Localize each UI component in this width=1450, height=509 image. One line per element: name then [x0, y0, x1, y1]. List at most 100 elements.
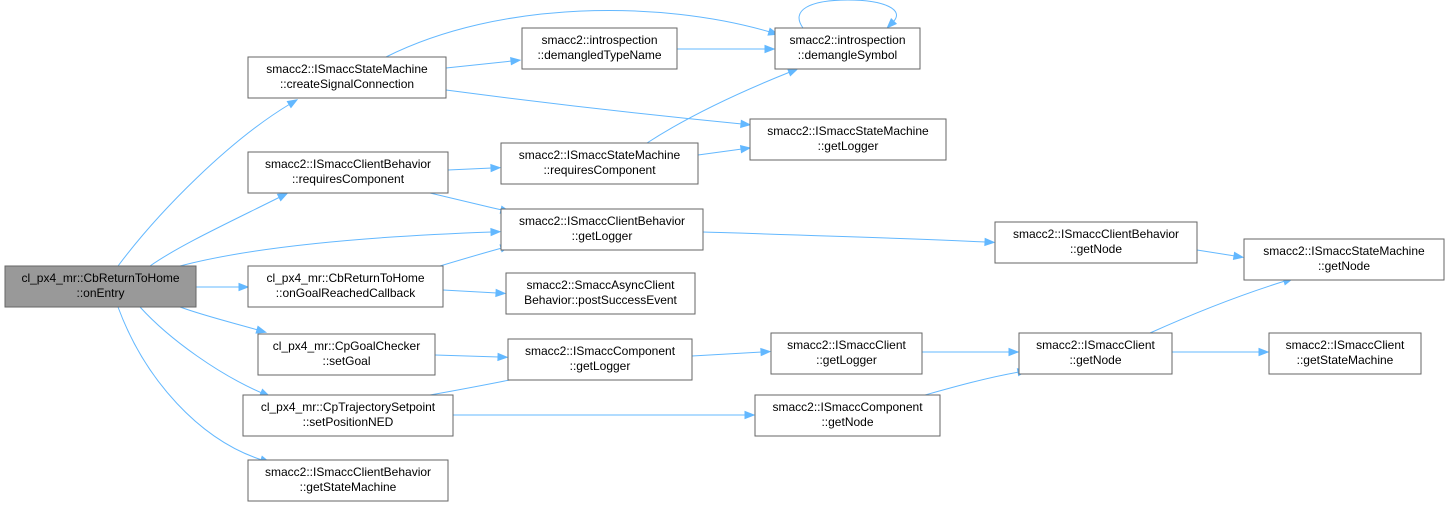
edge-arrowhead-n2-n3 — [764, 44, 776, 54]
edge-n0-n7 — [179, 231, 493, 267]
edge-n10-n11 — [442, 289, 498, 294]
node-box[interactable] — [1018, 332, 1173, 375]
node-label-line: smacc2::ISmaccStateMachine — [1263, 244, 1425, 258]
node-box[interactable] — [4, 265, 197, 308]
node-box[interactable] — [242, 394, 454, 437]
edge-arrowhead-n0-n1 — [286, 99, 299, 109]
edge-n0-n5 — [149, 196, 281, 267]
node-label-line: smacc2::ISmaccComponent — [772, 400, 923, 414]
node-label-line: smacc2::ISmaccClientBehavior — [265, 157, 431, 171]
node-label-line: Behavior::postSuccessEvent — [524, 293, 677, 307]
edge-n5-n6 — [447, 167, 493, 171]
node-box[interactable] — [257, 333, 436, 376]
edge-n18-n15 — [924, 371, 1020, 396]
edges — [117, 0, 1294, 464]
node-box[interactable] — [754, 394, 941, 437]
node-label-line: smacc2::ISmaccStateMachine — [519, 148, 681, 162]
node-box[interactable] — [247, 56, 447, 99]
edge-n12-n13 — [434, 354, 500, 358]
node-label-line: ::setPositionNED — [303, 415, 394, 429]
node-label-line: ::getStateMachine — [1297, 353, 1394, 367]
graph-node-n9[interactable]: smacc2::ISmaccStateMachine::getNode — [1243, 238, 1445, 281]
node-box[interactable] — [505, 272, 696, 315]
node-box[interactable] — [500, 142, 699, 185]
node-box[interactable] — [1268, 332, 1422, 375]
nodes: cl_px4_mr::CbReturnToHome::onEntrysmacc2… — [4, 27, 1445, 502]
node-label-line: smacc2::introspection — [789, 33, 905, 47]
edge-n3-n3 — [798, 0, 897, 29]
node-label-line: smacc2::ISmaccClient — [1286, 338, 1405, 352]
node-box[interactable] — [247, 459, 449, 502]
edge-arrowhead-n0-n12 — [255, 325, 268, 334]
edge-arrowhead-n0-n5 — [276, 192, 289, 202]
node-label-line: ::getLogger — [570, 359, 631, 373]
edge-n6-n4 — [697, 148, 743, 156]
node-label-line: smacc2::ISmaccStateMachine — [767, 124, 929, 138]
node-label-line: ::getNode — [821, 415, 873, 429]
edge-arrowhead-n6-n3 — [787, 68, 799, 77]
node-box[interactable] — [500, 208, 704, 251]
edge-n0-n17 — [139, 306, 263, 394]
node-label-line: ::getLogger — [816, 353, 877, 367]
edge-arrowhead-n15-n16 — [1258, 347, 1270, 357]
graph-node-n12[interactable]: cl_px4_mr::CpGoalChecker::setGoal — [257, 333, 436, 376]
node-label-line: smacc2::ISmaccClientBehavior — [519, 214, 685, 228]
node-label-line: smacc2::ISmaccClient — [787, 338, 906, 352]
node-label-line: cl_px4_mr::CbReturnToHome — [266, 271, 424, 285]
edge-n1-n2 — [445, 60, 513, 69]
graph-node-n1[interactable]: smacc2::ISmaccStateMachine::createSignal… — [247, 56, 447, 99]
node-label-line: ::requiresComponent — [292, 172, 405, 186]
graph-node-n2[interactable]: smacc2::introspection::demangledTypeName — [521, 27, 678, 70]
node-box[interactable] — [247, 151, 449, 194]
node-box[interactable] — [749, 118, 947, 161]
graph-node-n15[interactable]: smacc2::ISmaccClient::getNode — [1018, 332, 1173, 375]
node-box[interactable] — [770, 332, 923, 375]
graph-node-n13[interactable]: smacc2::ISmaccComponent::getLogger — [507, 338, 693, 381]
graph-node-n16[interactable]: smacc2::ISmaccClient::getStateMachine — [1268, 332, 1422, 375]
graph-node-n0[interactable]: cl_px4_mr::CbReturnToHome::onEntry — [4, 265, 197, 308]
graph-node-n5[interactable]: smacc2::ISmaccClientBehavior::requiresCo… — [247, 151, 449, 194]
graph-node-n17[interactable]: cl_px4_mr::CpTrajectorySetpoint::setPosi… — [242, 394, 454, 437]
graph-node-n18[interactable]: smacc2::ISmaccComponent::getNode — [754, 394, 941, 437]
node-label-line: ::createSignalConnection — [280, 77, 414, 91]
node-box[interactable] — [1243, 238, 1445, 281]
node-label-line: ::setGoal — [322, 354, 370, 368]
edge-n1-n4 — [445, 89, 743, 125]
edge-arrowhead-n5-n6 — [490, 163, 502, 173]
graph-node-n7[interactable]: smacc2::ISmaccClientBehavior::getLogger — [500, 208, 704, 251]
edge-arrowhead-n7-n8 — [984, 237, 996, 247]
graph-node-n6[interactable]: smacc2::ISmaccStateMachine::requiresComp… — [500, 142, 699, 185]
node-box[interactable] — [521, 27, 678, 70]
node-label-line: cl_px4_mr::CpGoalChecker — [273, 339, 420, 353]
edge-n7-n8 — [702, 231, 987, 243]
graph-node-n11[interactable]: smacc2::SmaccAsyncClientBehavior::postSu… — [505, 272, 696, 315]
node-label-line: ::getLogger — [818, 139, 879, 153]
graph-node-n4[interactable]: smacc2::ISmaccStateMachine::getLogger — [749, 118, 947, 161]
node-label-line: smacc2::ISmaccClientBehavior — [1013, 227, 1179, 241]
node-box[interactable] — [994, 221, 1198, 264]
edge-n15-n9 — [1149, 280, 1286, 334]
graph-node-n10[interactable]: cl_px4_mr::CbReturnToHome::onGoalReached… — [247, 265, 444, 308]
edge-arrowhead-n17-n18 — [744, 410, 756, 420]
edge-arrowhead-n0-n7 — [490, 227, 502, 237]
node-box[interactable] — [774, 27, 921, 70]
node-label-line: smacc2::introspection — [541, 33, 657, 47]
graph-node-n19[interactable]: smacc2::ISmaccClientBehavior::getStateMa… — [247, 459, 449, 502]
edge-n13-n14 — [691, 351, 763, 357]
graph-node-n8[interactable]: smacc2::ISmaccClientBehavior::getNode — [994, 221, 1198, 264]
edge-n8-n9 — [1196, 249, 1236, 257]
edge-n1-n3 — [385, 9, 771, 58]
graph-node-n3[interactable]: smacc2::introspection::demangleSymbol — [774, 27, 921, 70]
node-box[interactable] — [247, 265, 444, 308]
edge-arrowhead-n12-n13 — [497, 352, 509, 362]
node-box[interactable] — [507, 338, 693, 381]
edge-arrowhead-n14-n15 — [1008, 347, 1020, 357]
edge-arrowhead-n13-n14 — [760, 347, 772, 357]
node-label-line: smacc2::ISmaccClientBehavior — [265, 465, 431, 479]
node-label-line: smacc2::ISmaccClient — [1036, 338, 1155, 352]
graph-node-n14[interactable]: smacc2::ISmaccClient::getLogger — [770, 332, 923, 375]
edge-arrowhead-n6-n4 — [739, 145, 752, 154]
node-label-line: smacc2::ISmaccStateMachine — [266, 62, 428, 76]
edge-n10-n7 — [439, 247, 503, 267]
